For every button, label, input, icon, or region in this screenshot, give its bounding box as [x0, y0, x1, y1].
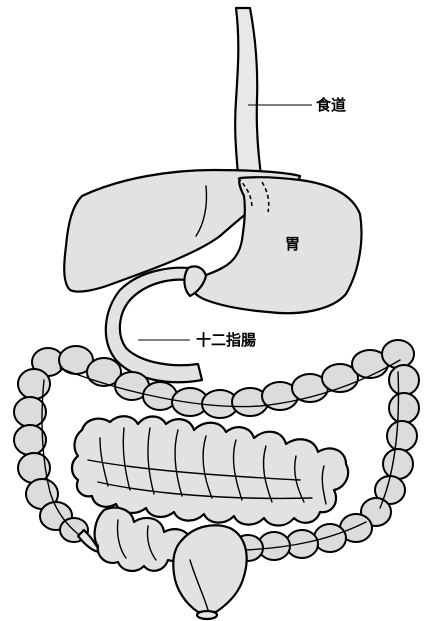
esophagus [235, 8, 262, 182]
label-duodenum: 十二指腸 [138, 331, 256, 349]
label-esophagus: 食道 [248, 96, 346, 114]
label-stomach: 胃 [285, 235, 300, 253]
duodenum-label: 十二指腸 [196, 331, 256, 349]
duodenum [106, 266, 206, 382]
rectum [173, 525, 246, 619]
stomach-label: 胃 [285, 235, 300, 253]
esophagus-label: 食道 [316, 96, 346, 114]
descending-colon [361, 365, 419, 526]
transverse-colon [32, 340, 414, 418]
